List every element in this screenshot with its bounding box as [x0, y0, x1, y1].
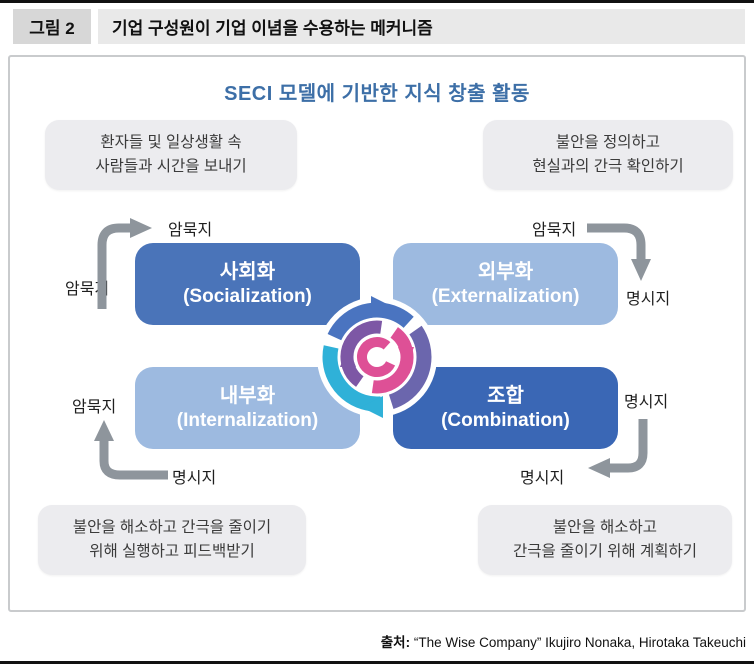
source-text: “The Wise Company” Ikujiro Nonaka, Hirot…	[413, 635, 746, 650]
source-prefix: 출처:	[380, 635, 411, 650]
label-explicit-right-bottom: 명시지	[624, 394, 669, 411]
label-explicit-bottom-right: 명시지	[520, 470, 565, 487]
figure-title: 기업 구성원이 기업 이념을 수용하는 메커니즘	[98, 9, 745, 44]
bubble-line: 사람들과 시간을 보내기	[95, 158, 247, 175]
quadrant-label-en: (Externalization)	[431, 285, 580, 307]
quadrant-label-kr: 사회화	[219, 260, 276, 283]
bubble-line: 현실과의 간극 확인하기	[532, 158, 684, 175]
quadrant-label-kr: 외부화	[477, 260, 534, 283]
quadrant-label-en: (Socialization)	[183, 285, 312, 307]
quadrant-socialization: 사회화 (Socialization)	[135, 243, 360, 325]
bubble-line: 불안을 해소하고	[552, 518, 658, 536]
quadrant-label-kr: 내부화	[219, 384, 276, 407]
knowledge-spiral-icon	[317, 296, 437, 418]
bubble-line: 위해 실행하고 피드백받기	[89, 543, 255, 560]
bubble-line: 불안을 정의하고	[555, 133, 661, 151]
bubble-line: 간극을 줄이기 위해 계획하기	[512, 543, 698, 560]
bubble-top-right: 불안을 정의하고 현실과의 간극 확인하기	[483, 120, 733, 190]
label-tacit-top-right: 암묵지	[532, 222, 577, 239]
bubble-line: 불안을 해소하고 간극을 줄이기	[72, 518, 272, 536]
bubble-top-left: 환자들 및 일상생활 속 사람들과 시간을 보내기	[45, 120, 297, 190]
quadrant-externalization: 외부화 (Externalization)	[393, 243, 618, 325]
label-explicit-right-top: 명시지	[626, 291, 671, 308]
top-rule	[0, 0, 754, 3]
diagram-title: SECI 모델에 기반한 지식 창출 활동	[224, 83, 530, 105]
bubble-bottom-right: 불안을 해소하고 간극을 줄이기 위해 계획하기	[478, 505, 732, 575]
bubble-line: 환자들 및 일상생활 속	[100, 133, 242, 151]
diagram-canvas: SECI 모델에 기반한 지식 창출 활동 환자들 및 일상생활 속 사람들과 …	[8, 55, 746, 612]
curved-arrow-bottom-right	[588, 419, 648, 478]
bubble-bottom-left: 불안을 해소하고 간극을 줄이기 위해 실행하고 피드백받기	[38, 505, 306, 575]
curved-arrow-top-right	[587, 223, 651, 281]
quadrant-label-kr: 조합	[487, 384, 524, 407]
bottom-rule	[0, 661, 754, 664]
curved-arrow-top-left	[97, 218, 152, 309]
label-explicit-bottom-left: 명시지	[172, 470, 217, 487]
label-tacit-top-left: 암묵지	[168, 222, 213, 239]
quadrant-label-en: (Internalization)	[176, 409, 319, 431]
label-tacit-left-bottom: 암묵지	[72, 399, 117, 416]
source-citation: 출처: “The Wise Company” Ikujiro Nonaka, H…	[381, 631, 746, 651]
figure-label: 그림 2	[13, 9, 91, 44]
quadrant-label-en: (Combination)	[441, 409, 570, 431]
curved-arrow-bottom-left	[94, 420, 168, 480]
